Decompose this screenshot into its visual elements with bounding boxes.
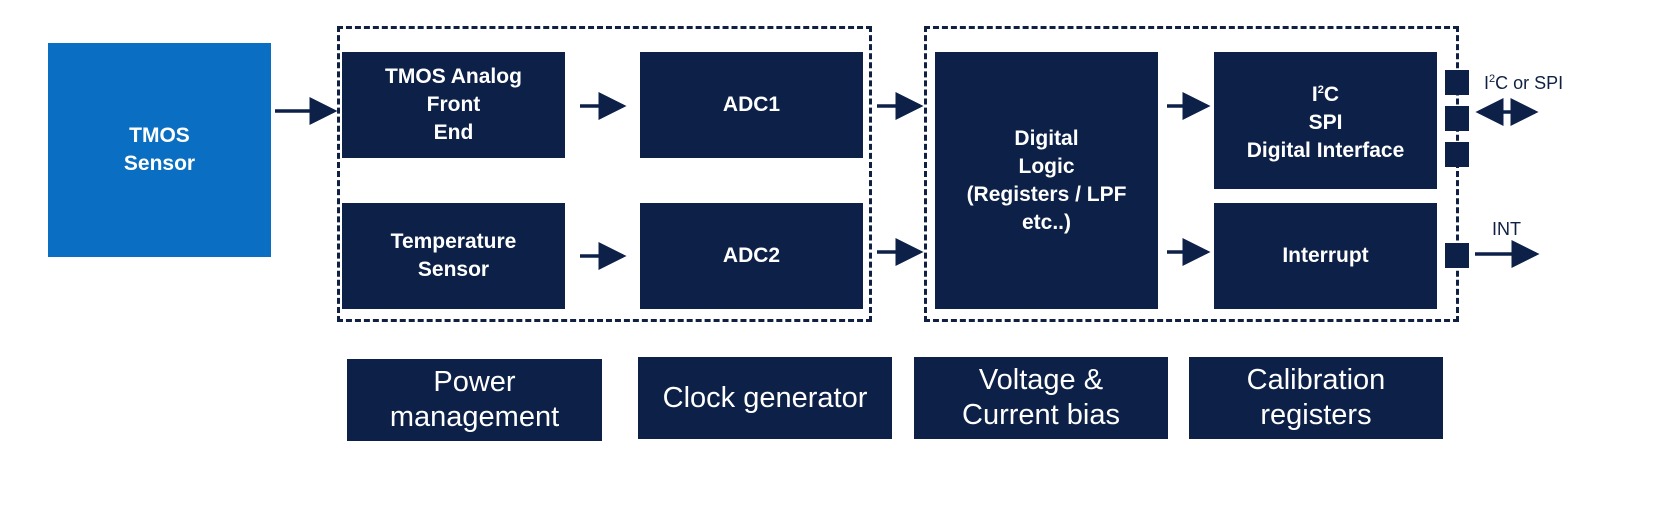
adc2-label: ADC2 xyxy=(722,244,781,267)
bias-line-2: Current bias xyxy=(962,399,1120,431)
voltage-current-bias-block: Voltage & Current bias xyxy=(914,357,1168,439)
digital-logic-line-2: Logic xyxy=(1018,154,1075,178)
ext-i2c-rest: C or SPI xyxy=(1495,73,1564,93)
calibration-line-1: Calibration xyxy=(1246,364,1386,396)
interface-i2c-line: I2C xyxy=(1247,76,1405,109)
power-line-2: management xyxy=(389,401,560,433)
tmos-sensor-block: TMOS Sensor xyxy=(48,43,271,257)
tmos-sensor-line-1: TMOS xyxy=(129,124,190,147)
interface-i2c-exp: 2 xyxy=(1317,84,1324,96)
power-line-1: Power xyxy=(433,366,516,398)
interface-line-2: SPI xyxy=(1308,111,1343,134)
adc2-block: ADC2 xyxy=(640,203,863,309)
digital-group-dashed-box xyxy=(924,26,1459,322)
temp-line-2: Sensor xyxy=(417,258,490,281)
clock-label: Clock generator xyxy=(662,381,868,414)
tmos-sensor-line-2: Sensor xyxy=(123,152,196,175)
clock-generator-block: Clock generator xyxy=(638,357,892,439)
int-label: INT xyxy=(1492,219,1521,239)
calibration-line-2: registers xyxy=(1260,399,1372,431)
analog-group-dashed-box xyxy=(337,26,872,322)
adc1-block: ADC1 xyxy=(640,52,863,158)
digital-logic-block: Digital Logic (Registers / LPF etc..) xyxy=(935,52,1158,309)
temperature-sensor-block: Temperature Sensor xyxy=(342,203,565,309)
interrupt-label: Interrupt xyxy=(1282,244,1369,267)
afe-line-2: Front xyxy=(426,93,481,116)
interface-i2c-base: I xyxy=(1311,83,1318,106)
ext-i2c-exp: 2 xyxy=(1489,73,1496,85)
power-management-block: Power management xyxy=(347,359,602,441)
interface-i2c-rest: C xyxy=(1323,83,1340,106)
interface-line-3: Digital Interface xyxy=(1246,139,1405,162)
bias-line-1: Voltage & xyxy=(978,364,1104,396)
adc1-label: ADC1 xyxy=(722,93,781,116)
ext-i2c-base: I xyxy=(1484,73,1490,93)
i2c-or-spi-label: I2C or SPI xyxy=(1484,73,1563,94)
digital-logic-line-3: (Registers / LPF xyxy=(966,182,1127,206)
pin-1 xyxy=(1445,70,1469,95)
analog-front-end-block: TMOS Analog Front End xyxy=(342,52,565,158)
afe-line-1: TMOS Analog xyxy=(385,65,522,88)
digital-logic-line-4: etc..) xyxy=(1021,210,1071,234)
temp-line-1: Temperature xyxy=(390,230,517,253)
interrupt-block: Interrupt xyxy=(1214,203,1437,309)
calibration-registers-block: Calibration registers xyxy=(1189,357,1443,439)
pin-int xyxy=(1445,243,1469,268)
digital-interface-block: I2C SPI Digital Interface xyxy=(1214,52,1437,189)
pin-2 xyxy=(1445,106,1469,131)
digital-logic-line-1: Digital xyxy=(1014,126,1079,150)
pin-3 xyxy=(1445,142,1469,167)
afe-line-3: End xyxy=(433,121,474,144)
